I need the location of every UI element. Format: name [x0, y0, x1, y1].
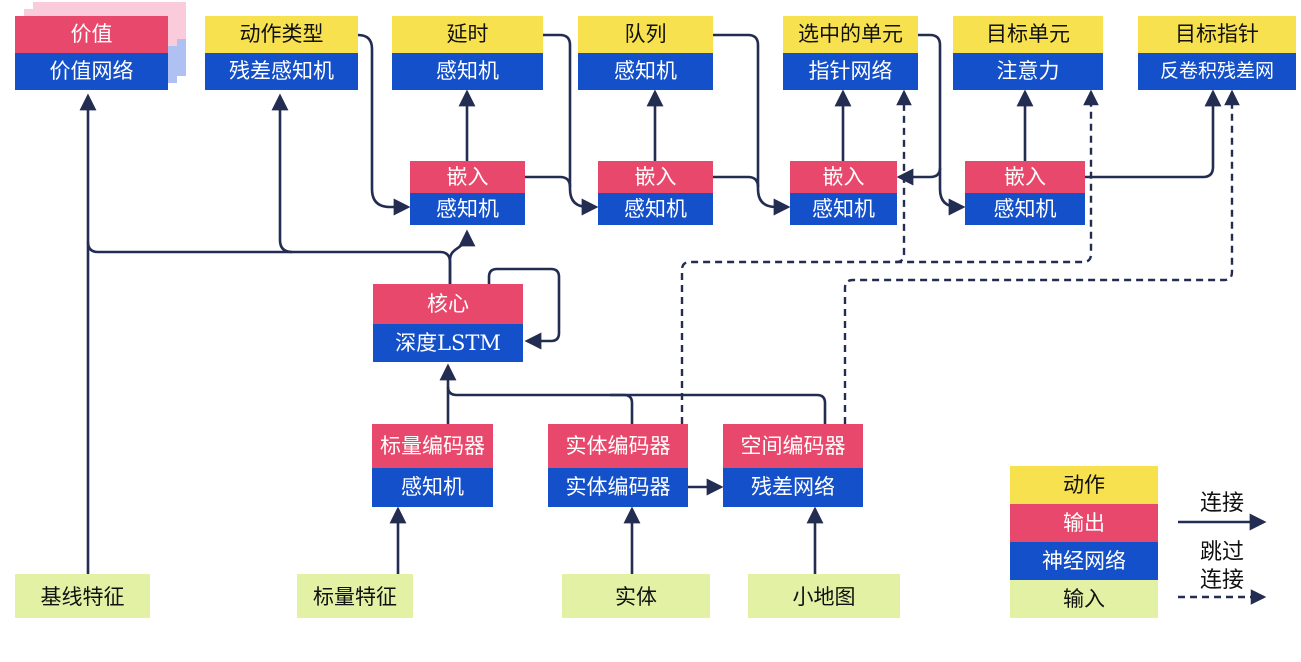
node-selected-units: 选中的单元 指针网络: [783, 16, 918, 90]
node-value-title: 价值: [15, 16, 168, 53]
node-embed-2-title: 嵌入: [598, 161, 713, 193]
skip-entity-enc-to-pointer: [895, 89, 912, 264]
arrow-core-to-action-type: [271, 93, 293, 254]
legend-neural-net-swatch: 神经网络: [1010, 542, 1158, 580]
node-value: 价值 价值网络: [15, 16, 168, 90]
node-action-type-title: 动作类型: [205, 16, 358, 53]
node-value-network: 价值网络: [15, 53, 168, 90]
legend-input-swatch: 输入: [1010, 580, 1158, 618]
node-embed-2-network: 感知机: [598, 193, 713, 225]
node-spatial-encoder: 空间编码器 残差网络: [723, 424, 863, 507]
arrow-embed4-to-deconv: [1085, 89, 1222, 179]
node-spatial-encoder-network: 残差网络: [723, 468, 863, 507]
arrow-selected-units-to-embed3: [896, 167, 942, 186]
node-embed-3-title: 嵌入: [790, 161, 897, 193]
node-entity-encoder-network: 实体编码器: [548, 468, 688, 507]
arrow-core-to-embed1: [448, 229, 476, 284]
arrow-core-self-loop: [487, 267, 561, 350]
line-spatial-collector: [446, 386, 827, 424]
node-queue-network: 感知机: [578, 53, 713, 90]
input-baseline-features: 基线特征: [15, 574, 150, 618]
skip-entity-enc-to-attention: [680, 89, 1099, 424]
node-embed-2: 嵌入 感知机: [598, 161, 713, 225]
node-embed-3-network: 感知机: [790, 193, 897, 225]
line-core-to-left: [86, 241, 452, 284]
node-delay: 延时 感知机: [392, 16, 543, 90]
node-entity-encoder: 实体编码器 实体编码器: [548, 424, 688, 507]
node-delay-title: 延时: [392, 16, 543, 53]
node-target-pointer-network: 反卷积残差网: [1138, 53, 1296, 90]
input-minimap: 小地图: [748, 574, 900, 618]
skip-spatial-enc-to-deconv: [843, 89, 1240, 424]
legend-action-swatch: 动作: [1010, 466, 1158, 504]
legend-dashed-arrow-label-2: 连接: [1199, 568, 1244, 593]
node-selected-units-network: 指针网络: [783, 53, 918, 90]
node-selected-units-title: 选中的单元: [783, 16, 918, 53]
arrow-selected-units-to-embed4: [918, 33, 966, 216]
node-spatial-encoder-title: 空间编码器: [723, 424, 863, 468]
legend-dashed-arrow-label-1: 跳过: [1199, 540, 1244, 565]
legend-swatches: 动作 输出 神经网络 输入: [1010, 466, 1158, 618]
node-embed-3: 嵌入 感知机: [790, 161, 897, 225]
node-delay-network: 感知机: [392, 53, 543, 90]
node-target-pointer: 目标指针 反卷积残差网: [1138, 16, 1296, 90]
node-embed-4-title: 嵌入: [965, 161, 1085, 193]
line-embed2-out: [713, 175, 760, 188]
arrow-delay-to-embed2: [543, 33, 599, 216]
node-core: 核心 深度LSTM: [373, 284, 523, 362]
node-queue: 队列 感知机: [578, 16, 713, 90]
node-scalar-encoder-title: 标量编码器: [372, 424, 493, 468]
legend-solid-arrow-label: 连接: [1199, 491, 1244, 516]
node-scalar-encoder: 标量编码器 感知机: [372, 424, 493, 507]
arrow-action-type-to-embed1: [357, 33, 411, 216]
node-embed-1: 嵌入 感知机: [410, 161, 525, 225]
node-queue-title: 队列: [578, 16, 713, 53]
node-core-title: 核心: [373, 284, 523, 324]
node-embed-1-network: 感知机: [410, 193, 525, 225]
line-embed1-out: [525, 175, 572, 188]
input-entities: 实体: [562, 574, 710, 618]
node-scalar-encoder-network: 感知机: [372, 468, 493, 507]
line-entity-collector-branch: [610, 393, 634, 424]
node-target-unit-network: 注意力: [953, 53, 1103, 90]
input-scalar-features: 标量特征: [297, 574, 413, 618]
node-embed-4: 嵌入 感知机: [965, 161, 1085, 225]
node-target-unit-title: 目标单元: [953, 16, 1103, 53]
node-embed-1-title: 嵌入: [410, 161, 525, 193]
node-entity-encoder-title: 实体编码器: [548, 424, 688, 468]
node-action-type: 动作类型 残差感知机: [205, 16, 358, 90]
node-action-type-network: 残差感知机: [205, 53, 358, 90]
arrow-queue-to-embed3: [713, 33, 791, 216]
legend-output-swatch: 输出: [1010, 504, 1158, 542]
node-core-network: 深度LSTM: [373, 324, 523, 362]
node-target-pointer-title: 目标指针: [1138, 16, 1296, 53]
node-embed-4-network: 感知机: [965, 193, 1085, 225]
node-target-unit: 目标单元 注意力: [953, 16, 1103, 90]
